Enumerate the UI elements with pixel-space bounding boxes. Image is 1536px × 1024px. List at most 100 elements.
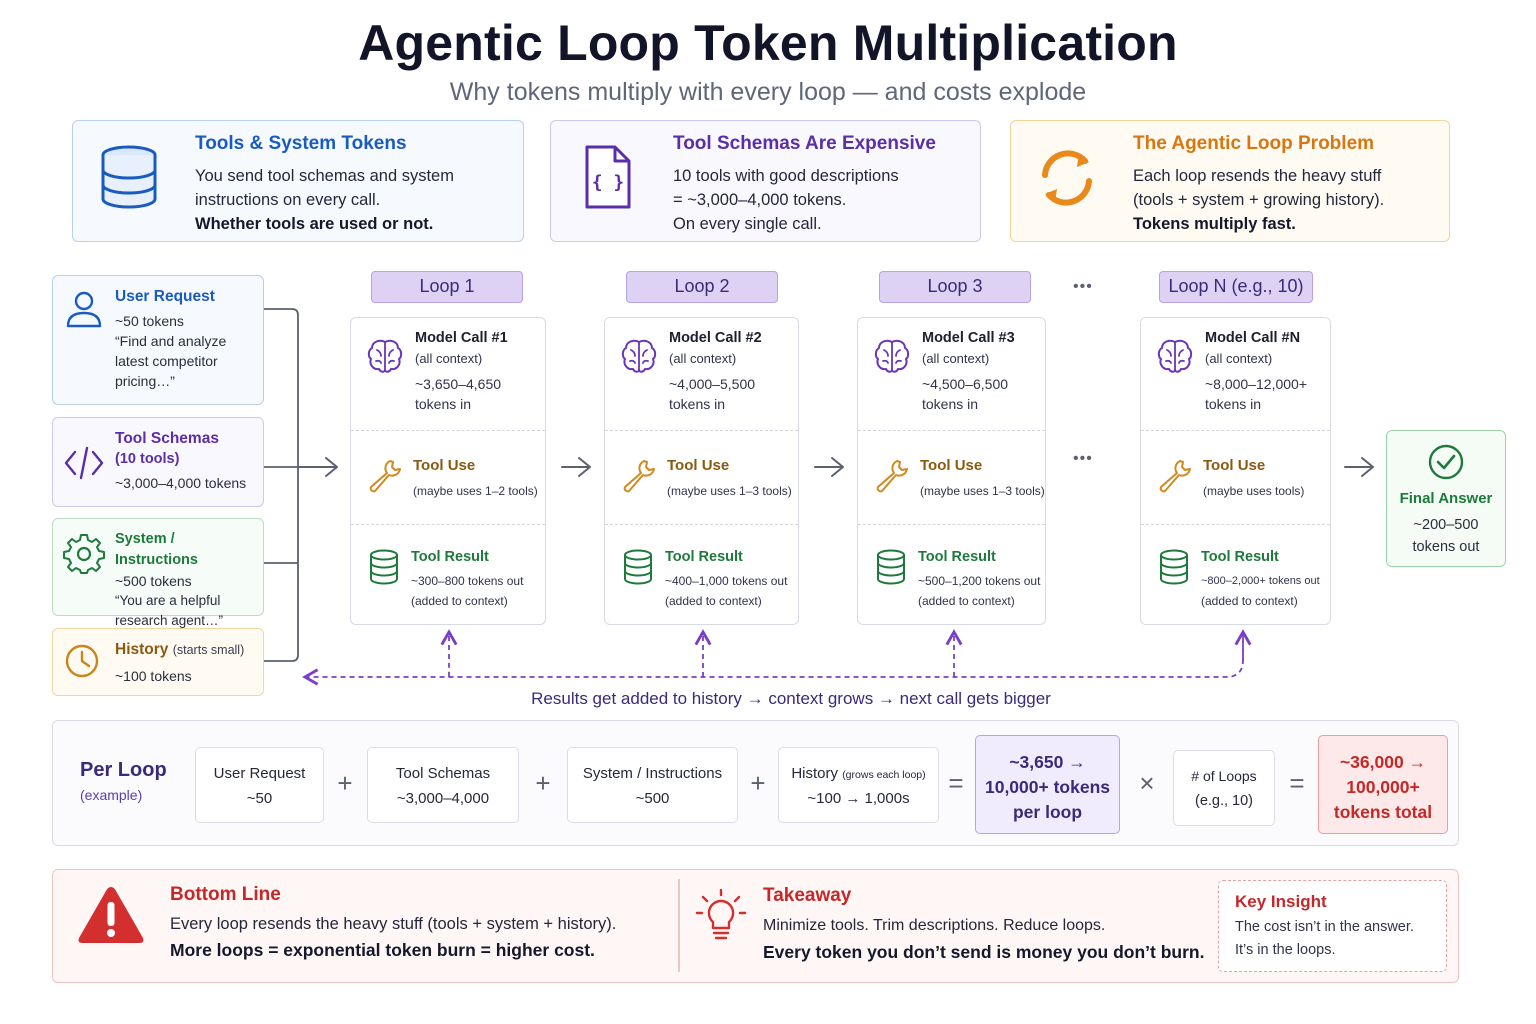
key-insight-title: Key Insight <box>1235 892 1327 911</box>
total-tokens-result: ~36,000 → 100,000+ tokens total <box>1318 735 1448 834</box>
input-quote: latest competitor <box>115 353 218 369</box>
tool-result-title: Tool Result <box>411 549 489 565</box>
input-title: System / Instructions <box>115 531 198 568</box>
page-title: Agentic Loop Token Multiplication <box>358 15 1178 71</box>
model-call-context: (all context) <box>669 351 737 366</box>
input-title: Tool Schemas <box>115 430 219 447</box>
tool-result-section: Tool Result ~500–1,200 tokens out(added … <box>858 524 1045 626</box>
tool-use-section: Tool Use (maybe uses tools) <box>1141 430 1330 524</box>
result-note: (added to context) <box>665 594 762 608</box>
card-line: You send tool schemas and system <box>195 167 454 185</box>
tokens-in-label: tokens in <box>922 396 979 412</box>
formula-system: System / Instructions ~500 <box>567 747 738 823</box>
final-tokens: ~200–500 <box>1413 517 1479 533</box>
card-line: (tools + system + growing history). <box>1133 191 1385 209</box>
tool-result-section: Tool Result ~400–1,000 tokens out (added … <box>605 524 798 626</box>
formula-loops: # of Loops (e.g., 10) <box>1173 750 1275 826</box>
result-line: per loop <box>1012 802 1083 822</box>
tokens-in-label: tokens in <box>415 396 472 412</box>
model-call-section: Model Call #3 (all context) ~4,500–6,500… <box>858 318 1045 430</box>
tokens-in: ~4,500–6,500 <box>922 376 1009 392</box>
loop-3-box: Model Call #3 (all context) ~4,500–6,500… <box>857 317 1046 625</box>
result-line: ~3,650 → <box>1009 752 1086 772</box>
check-circle-icon <box>1427 443 1465 481</box>
input-quote: “You are a helpful <box>115 593 221 608</box>
card-title: Tools & System Tokens <box>195 133 407 154</box>
formula-note: (grows each loop) <box>842 769 926 781</box>
wrench-icon <box>1155 455 1195 495</box>
equals-operator: = <box>948 768 964 798</box>
loop-3-label: Loop 3 <box>879 271 1031 303</box>
code-brackets-icon <box>63 442 105 484</box>
formula-value: ~100 → 1,000s <box>807 790 910 807</box>
formula-label: Tool Schemas <box>395 765 491 782</box>
result-tokens: ~300–800 tokens out <box>411 574 524 588</box>
model-call-title: Model Call #3 <box>922 330 1015 346</box>
gear-icon <box>63 533 105 575</box>
tool-schemas-expensive-card: { } Tool Schemas Are Expensive 10 tools … <box>550 120 981 242</box>
clock-icon <box>63 641 105 683</box>
tool-result-title: Tool Result <box>918 549 996 565</box>
loop-1-label: Loop 1 <box>371 271 523 303</box>
database-icon <box>1155 547 1195 587</box>
result-note: (added to context) <box>1201 594 1298 608</box>
tool-use-section: Tool Use (maybe uses 1–2 tools) <box>351 430 545 524</box>
wrench-icon <box>619 455 659 495</box>
plus-operator: + <box>750 768 766 798</box>
result-tokens: ~800–2,000+ tokens out <box>1201 575 1320 587</box>
per-loop-title: Per Loop <box>80 759 167 781</box>
per-loop-result: ~3,650 → 10,000+ tokens per loop <box>975 735 1120 834</box>
tool-use-title: Tool Use <box>413 457 476 474</box>
brain-icon <box>1155 336 1195 376</box>
tools-system-card: Tools & System Tokens You send tool sche… <box>72 120 524 242</box>
loop-2-label: Loop 2 <box>626 271 778 303</box>
tool-use-note: (maybe uses tools) <box>1203 484 1305 498</box>
total-line: 100,000+ <box>1346 777 1420 797</box>
tool-result-section: Tool Result ~800–2,000+ tokens out (added… <box>1141 524 1330 626</box>
model-call-section: Model Call #1 (all context) ~3,650–4,650… <box>351 318 545 430</box>
tool-result-section: Tool Result ~300–800 tokens out (added to… <box>351 524 545 626</box>
model-call-context: (all context) <box>415 351 483 366</box>
takeaway-bold: Every token you don’t send is money you … <box>763 942 1205 962</box>
tool-use-section: Tool Use (maybe uses 1–3 tools) <box>605 430 798 524</box>
card-line-bold: Tokens multiply fast. <box>1133 215 1296 233</box>
model-call-title: Model Call #N <box>1205 330 1301 346</box>
brain-icon <box>365 336 405 376</box>
input-title: User Request <box>115 288 215 305</box>
input-note: (starts small) <box>172 643 245 657</box>
plus-operator: + <box>535 768 551 798</box>
tool-use-note: (maybe uses 1–3 tools) <box>667 484 792 498</box>
tokens-in: ~4,000–5,500 <box>669 376 756 392</box>
tool-use-title: Tool Use <box>667 457 730 474</box>
result-note: (added to context) <box>411 594 508 608</box>
wrench-icon <box>872 455 912 495</box>
model-call-title: Model Call #1 <box>415 330 508 346</box>
ellipsis: ••• <box>1073 278 1093 295</box>
formula-label: System / Instructions <box>582 765 723 782</box>
card-line: instructions on every call. <box>195 191 381 209</box>
tokens-in: ~8,000–12,000+ <box>1205 376 1307 392</box>
database-icon <box>872 547 912 587</box>
result-tokens: ~400–1,000 tokens out <box>665 574 788 588</box>
tool-use-note: (maybe uses 1–3 tools) <box>920 484 1045 498</box>
tool-schemas-card: Tool Schemas (10 tools) ~3,000–4,000 tok… <box>52 417 264 507</box>
tool-result-title: Tool Result <box>665 549 743 565</box>
bottom-line-text: Every loop resends the heavy stuff (tool… <box>170 915 617 933</box>
formula-value: (e.g., 10) <box>1194 793 1254 809</box>
refresh-cycle-icon <box>1035 143 1099 213</box>
card-line: 10 tools with good descriptions <box>673 167 899 185</box>
input-subtitle: (10 tools) <box>115 451 180 467</box>
tool-use-title: Tool Use <box>920 457 983 474</box>
input-quote: “Find and analyze <box>115 333 227 349</box>
takeaway-title: Takeaway <box>763 885 852 906</box>
tool-use-title: Tool Use <box>1203 457 1266 474</box>
loop-n-box: Model Call #N (all context) ~8,000–12,00… <box>1140 317 1331 625</box>
tool-result-title: Tool Result <box>1201 549 1279 565</box>
total-line: tokens total <box>1333 802 1433 822</box>
formula-value: ~3,000–4,000 <box>396 790 490 807</box>
key-insight-text: It’s in the loops. <box>1235 942 1336 958</box>
input-tokens: ~500 tokens <box>115 573 192 589</box>
takeaway-text: Minimize tools. Trim descriptions. Reduc… <box>763 917 1106 934</box>
warning-icon <box>76 884 146 946</box>
